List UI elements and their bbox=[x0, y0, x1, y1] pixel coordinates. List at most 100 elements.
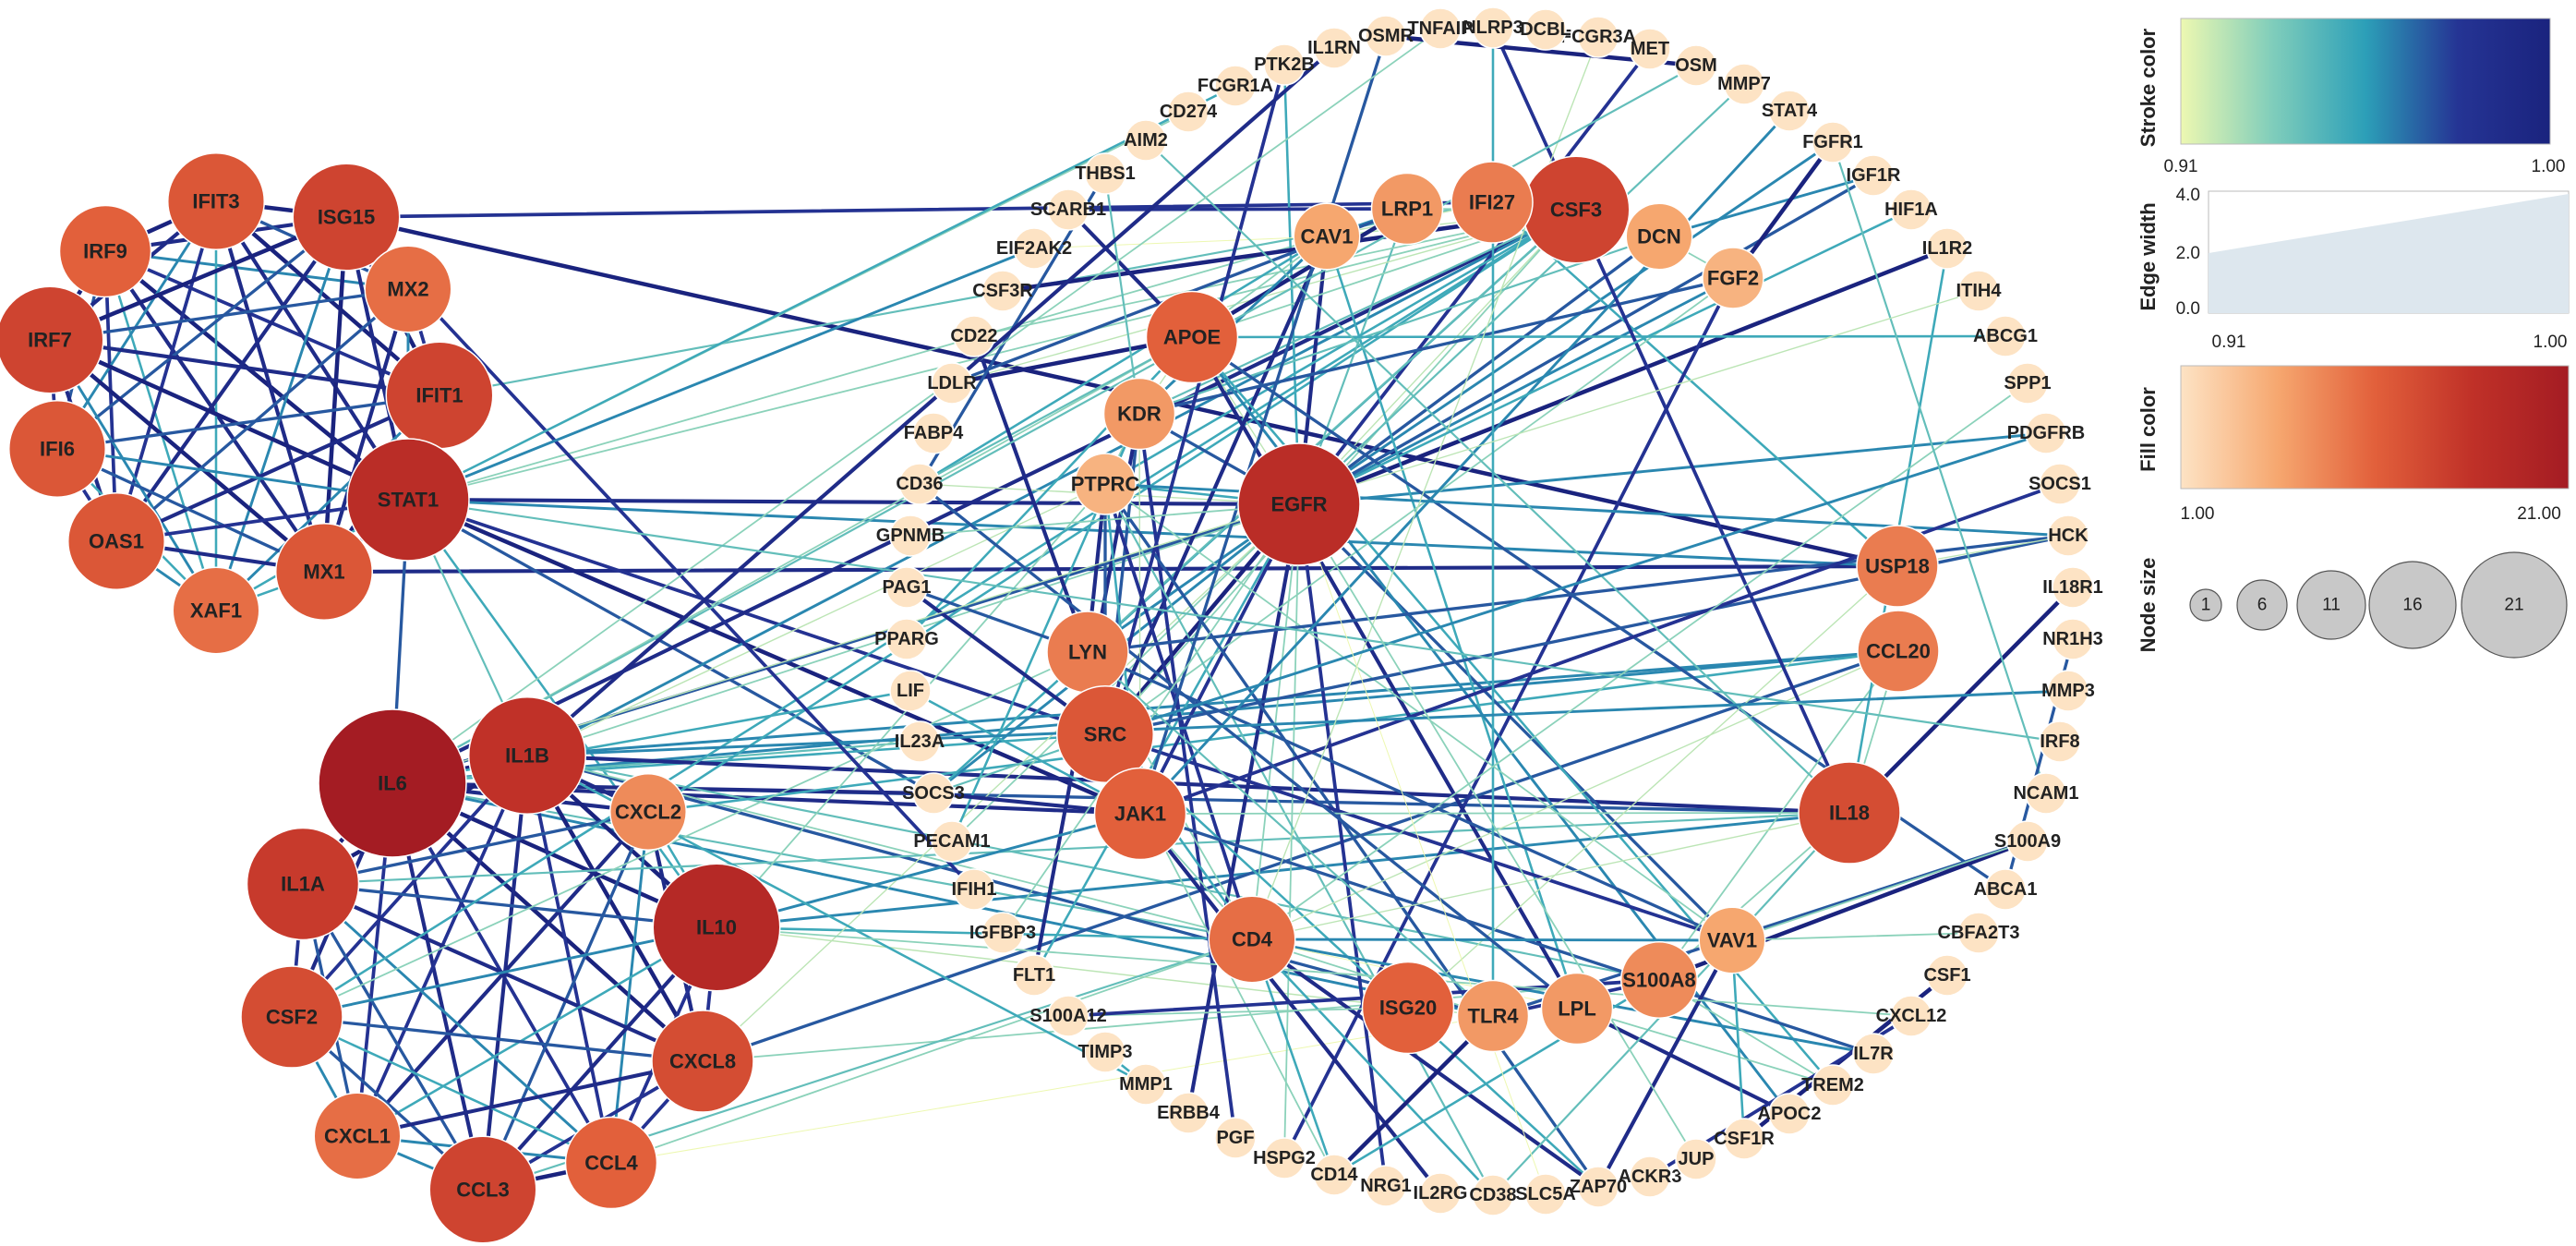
node-kdr[interactable]: KDR bbox=[1102, 377, 1176, 451]
node-fcgr3a[interactable]: FCGR3A bbox=[1560, 16, 1636, 58]
node-s100a8[interactable]: S100A8 bbox=[1620, 941, 1698, 1019]
node-il2rg[interactable]: IL2RG bbox=[1414, 1172, 1468, 1215]
node-ifit3[interactable]: IFIT3 bbox=[167, 152, 265, 250]
node-fcgr1a[interactable]: FCGR1A bbox=[1198, 65, 1273, 107]
node-scarb1[interactable]: SCARB1 bbox=[1030, 188, 1106, 231]
node-csf3r[interactable]: CSF3R bbox=[972, 270, 1033, 312]
node-abca1[interactable]: ABCA1 bbox=[1974, 868, 2038, 911]
node-pecam1[interactable]: PECAM1 bbox=[913, 820, 991, 863]
node-fgf2[interactable]: FGF2 bbox=[1702, 247, 1764, 309]
node-il23a[interactable]: IL23A bbox=[895, 720, 945, 763]
node-vav1[interactable]: VAV1 bbox=[1698, 906, 1766, 974]
node-ifi6[interactable]: IFI6 bbox=[8, 400, 106, 498]
node-thbs1[interactable]: THBS1 bbox=[1075, 152, 1136, 195]
node-mx2[interactable]: MX2 bbox=[364, 245, 452, 333]
node-irf7[interactable]: IRF7 bbox=[0, 285, 104, 394]
node-il7r[interactable]: IL7R bbox=[1852, 1033, 1895, 1075]
node-nrg1[interactable]: NRG1 bbox=[1360, 1165, 1412, 1207]
node-lif[interactable]: LIF bbox=[889, 670, 932, 712]
node-lrp1[interactable]: LRP1 bbox=[1370, 172, 1444, 246]
node-ncam1[interactable]: NCAM1 bbox=[2013, 772, 2079, 815]
node-irf8[interactable]: IRF8 bbox=[2039, 720, 2081, 763]
node-ifit1[interactable]: IFIT1 bbox=[385, 341, 494, 450]
node-pgf[interactable]: PGF bbox=[1214, 1117, 1257, 1159]
node-cxcl2[interactable]: CXCL2 bbox=[609, 773, 687, 851]
node-oas1[interactable]: OAS1 bbox=[67, 492, 165, 590]
node-jak1[interactable]: JAK1 bbox=[1093, 767, 1187, 861]
node-igf1r[interactable]: IGF1R bbox=[1847, 154, 1901, 197]
node-ccl3[interactable]: CCL3 bbox=[428, 1135, 537, 1244]
node-src[interactable]: SRC bbox=[1056, 685, 1154, 783]
node-il1a[interactable]: IL1A bbox=[246, 827, 360, 941]
node-mmp1[interactable]: MMP1 bbox=[1119, 1063, 1173, 1106]
node-slc5a[interactable]: SLC5A bbox=[1515, 1173, 1576, 1216]
node-lpl[interactable]: LPL bbox=[1540, 972, 1614, 1046]
node-osm[interactable]: OSM bbox=[1675, 44, 1717, 87]
node-cbfa2t3[interactable]: CBFA2T3 bbox=[1938, 912, 2020, 954]
node-csf2[interactable]: CSF2 bbox=[240, 965, 343, 1069]
node-il1b[interactable]: IL1B bbox=[468, 696, 586, 815]
node-cav1[interactable]: CAV1 bbox=[1293, 202, 1361, 271]
node-stat1[interactable]: STAT1 bbox=[346, 438, 470, 562]
node-ifi27[interactable]: IFI27 bbox=[1451, 161, 1534, 244]
node-cd274[interactable]: CD274 bbox=[1160, 91, 1218, 133]
node-cd36[interactable]: CD36 bbox=[896, 463, 944, 505]
node-il1r2[interactable]: IL1R2 bbox=[1922, 227, 1972, 270]
node-irf9[interactable]: IRF9 bbox=[58, 204, 152, 298]
node-apoe[interactable]: APOE bbox=[1145, 290, 1239, 384]
node-cxcl12[interactable]: CXCL12 bbox=[1876, 995, 1947, 1037]
node-il18r1[interactable]: IL18R1 bbox=[2042, 566, 2103, 609]
node-cd22[interactable]: CD22 bbox=[950, 315, 998, 357]
node-apoc2[interactable]: APOC2 bbox=[1758, 1093, 1822, 1135]
node-spp1[interactable]: SPP1 bbox=[2004, 362, 2052, 405]
node-csf3[interactable]: CSF3 bbox=[1522, 155, 1631, 264]
node-cd14[interactable]: CD14 bbox=[1310, 1154, 1358, 1196]
node-usp18[interactable]: USP18 bbox=[1856, 525, 1939, 608]
node-hif1a[interactable]: HIF1A bbox=[1884, 188, 1938, 231]
node-osmr[interactable]: OSMR bbox=[1358, 15, 1414, 57]
node-pdgfrb[interactable]: PDGFRB bbox=[2007, 412, 2085, 454]
node-isg15[interactable]: ISG15 bbox=[292, 163, 401, 272]
node-eif2ak2[interactable]: EIF2AK2 bbox=[996, 227, 1072, 270]
node-ptk2b[interactable]: PTK2B bbox=[1254, 43, 1315, 86]
node-timp3[interactable]: TIMP3 bbox=[1078, 1031, 1133, 1073]
node-trem2[interactable]: TREM2 bbox=[1801, 1064, 1864, 1107]
node-aim2[interactable]: AIM2 bbox=[1124, 119, 1168, 162]
node-socs1[interactable]: SOCS1 bbox=[2028, 463, 2091, 505]
node-nlrp3[interactable]: NLRP3 bbox=[1463, 6, 1523, 49]
node-mx1[interactable]: MX1 bbox=[275, 523, 373, 621]
node-xaf1[interactable]: XAF1 bbox=[172, 566, 260, 655]
node-dcn[interactable]: DCN bbox=[1625, 202, 1693, 271]
node-ccl20[interactable]: CCL20 bbox=[1857, 610, 1940, 693]
node-il6[interactable]: IL6 bbox=[318, 708, 467, 858]
node-mmp3[interactable]: MMP3 bbox=[2041, 670, 2095, 712]
node-ackr3[interactable]: ACKR3 bbox=[1619, 1155, 1682, 1198]
node-igfbp3[interactable]: IGFBP3 bbox=[969, 912, 1036, 954]
node-cxcl1[interactable]: CXCL1 bbox=[313, 1092, 402, 1180]
node-zap70[interactable]: ZAP70 bbox=[1570, 1166, 1627, 1208]
node-cd38[interactable]: CD38 bbox=[1469, 1174, 1517, 1216]
node-pparg[interactable]: PPARG bbox=[874, 618, 939, 660]
node-s100a9[interactable]: S100A9 bbox=[1994, 820, 2061, 863]
node-met[interactable]: MET bbox=[1629, 28, 1671, 70]
node-stat4[interactable]: STAT4 bbox=[1762, 90, 1818, 132]
node-mmp7[interactable]: MMP7 bbox=[1717, 63, 1771, 105]
node-hspg2[interactable]: HSPG2 bbox=[1253, 1137, 1316, 1179]
node-fabp4[interactable]: FABP4 bbox=[904, 412, 964, 454]
node-cxcl8[interactable]: CXCL8 bbox=[651, 1010, 754, 1113]
node-nr1h3[interactable]: NR1H3 bbox=[2042, 618, 2103, 660]
node-dcbl[interactable]: DCBL bbox=[1520, 8, 1571, 51]
node-isg20[interactable]: ISG20 bbox=[1361, 961, 1455, 1055]
node-il18[interactable]: IL18 bbox=[1798, 761, 1901, 865]
node-abcg1[interactable]: ABCG1 bbox=[1973, 315, 2038, 357]
node-csf1[interactable]: CSF1 bbox=[1923, 954, 1971, 997]
node-il1rn[interactable]: IL1RN bbox=[1307, 27, 1361, 69]
node-ptprc[interactable]: PTPRC bbox=[1071, 453, 1140, 515]
node-ccl4[interactable]: CCL4 bbox=[564, 1116, 658, 1210]
node-tnfaip[interactable]: TNFAIP bbox=[1407, 7, 1474, 50]
node-pag1[interactable]: PAG1 bbox=[883, 566, 932, 609]
node-il10[interactable]: IL10 bbox=[652, 863, 781, 992]
node-erbb4[interactable]: ERBB4 bbox=[1157, 1092, 1221, 1134]
node-cd4[interactable]: CD4 bbox=[1208, 895, 1296, 984]
node-socs3[interactable]: SOCS3 bbox=[902, 772, 965, 815]
